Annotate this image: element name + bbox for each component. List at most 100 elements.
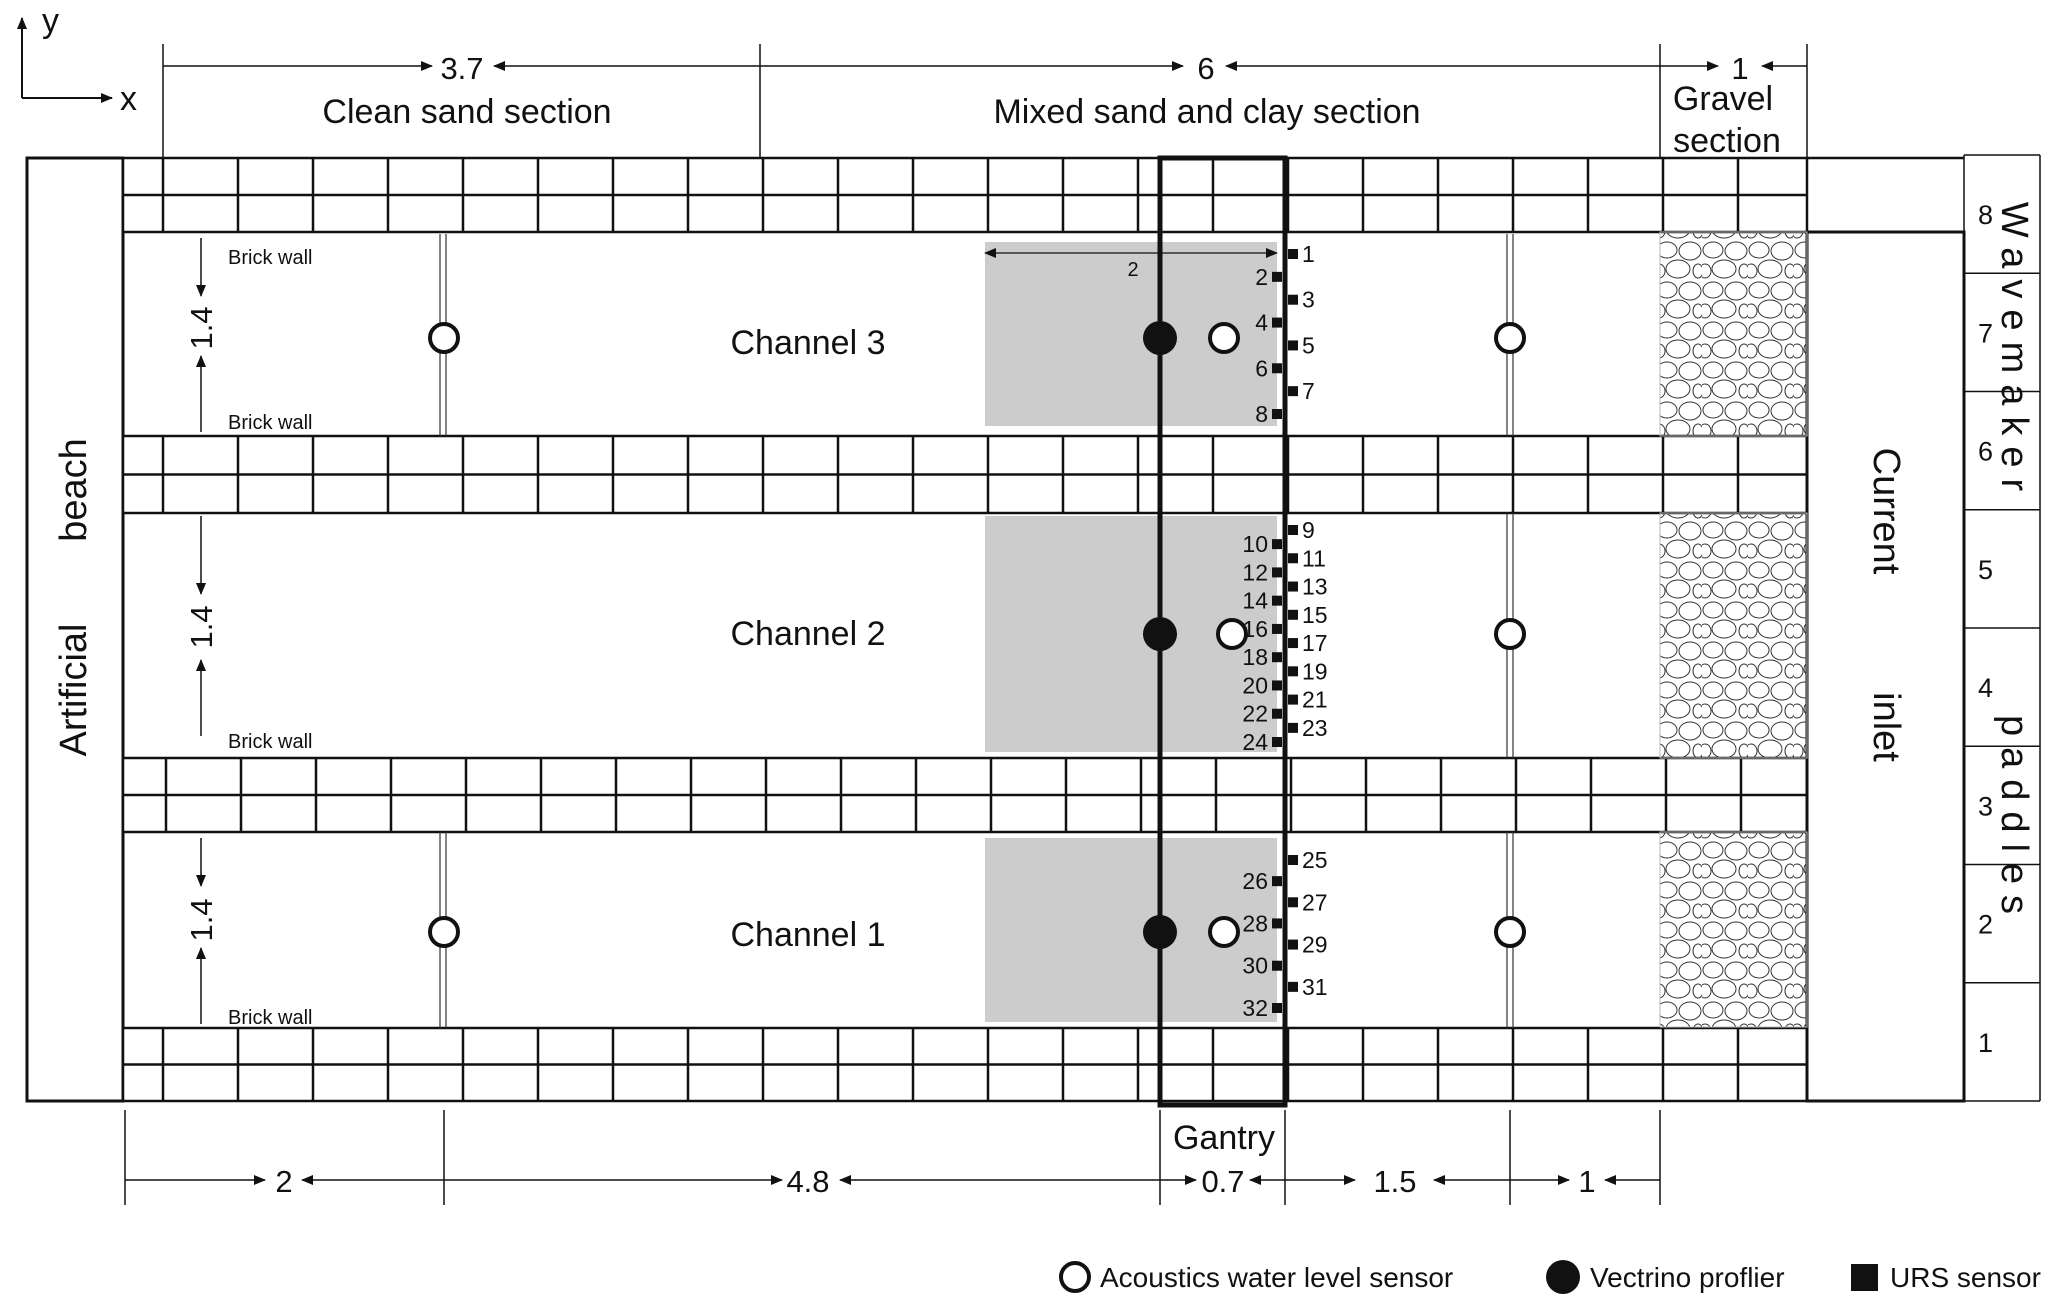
urs-sensor-label: 5 [1302,332,1315,358]
urs-sensor [1288,666,1298,677]
legend-urs-label: URS sensor [1890,1262,2041,1293]
urs-sensor [1272,567,1282,578]
width-channel-2: 1.4 [184,605,219,648]
brick-wall-label: Brick wall [228,731,312,753]
urs-sensor [1288,249,1298,259]
channel-1-label: Channel 1 [730,916,885,954]
gravel-channel-3 [1659,231,1808,437]
urs-sensor-label: 18 [1242,644,1268,670]
dim-bottom-0-7: 0.7 [1201,1164,1244,1199]
urs-sensor-label: 27 [1302,889,1328,915]
acoustic-sensor [1494,618,1526,650]
brick-walls [121,156,1964,1103]
urs-sensor-label: 17 [1302,630,1328,656]
legend-vectrino-label: Vectrino proflier [1590,1262,1785,1293]
urs-sensor [1272,623,1282,634]
section-mixed: Mixed sand and clay section [993,93,1420,131]
urs-sensor-label: 7 [1302,378,1315,404]
legend: Acoustics water level sensor Vectrino pr… [1059,1260,2041,1294]
vectrino-profilers [1143,321,1177,949]
urs-sensor-label: 23 [1302,715,1328,741]
urs-sensor [1272,737,1282,747]
urs-sensor [1288,855,1298,865]
urs-sensor-label: 1 [1302,241,1315,267]
urs-sensor [1272,271,1282,282]
vectrino-profiler [1143,617,1177,651]
paddle-number: 1 [1978,1028,1993,1058]
vectrino-profiler [1143,915,1177,949]
acoustic-sensor [428,322,460,354]
urs-sensor-label: 9 [1302,517,1315,543]
channel-2-label: Channel 2 [730,615,885,653]
urs-sensor [1288,722,1298,733]
legend-acoustic-label: Acoustics water level sensor [1100,1262,1453,1293]
urs-sensor-label: 10 [1242,531,1268,557]
artificial-beach [25,156,125,1103]
paddle-number: 2 [1978,910,1993,940]
acoustic-sensor [1208,322,1240,354]
wavemaker-paddles [1963,154,2041,1102]
urs-sensor-label: 16 [1242,616,1268,642]
urs-sensor-label: 21 [1302,687,1328,713]
current-label-1: Current [1865,448,1907,575]
brick-wall [121,434,1809,515]
urs-sensor [1272,1003,1282,1013]
urs-sensor [1272,876,1282,887]
section-gravel-1: Gravel [1673,80,1773,118]
channel-3-label: Channel 3 [730,324,885,362]
paddle-number: 3 [1978,791,1993,821]
urs-sensor [1288,553,1298,564]
acoustic-sensor [1216,618,1248,650]
gantry-label: Gantry [1173,1119,1275,1157]
urs-sensor-label: 6 [1255,355,1268,381]
urs-sensor [1272,409,1282,419]
sensor-posts [439,234,1514,1028]
brick-wall [121,156,1809,234]
legend-urs-symbol [1851,1264,1878,1291]
wavemaker-label-1: Wavemaker [1993,202,2035,502]
urs-sensor-label: 3 [1302,287,1315,313]
urs-sensor-label: 4 [1255,310,1268,336]
top-dimensions [162,44,1808,158]
sample-length-label: 2 [1127,259,1138,281]
paddle-number: 8 [1978,200,1993,230]
urs-sensors: 1234567891011121314151617181920212223242… [1242,241,1327,1021]
acoustic-sensor [1494,916,1526,948]
legend-acoustic-symbol [1059,1261,1091,1293]
gravel-channel-2 [1659,512,1808,759]
acoustic-sensor [1494,322,1526,354]
brick-wall-label: Brick wall [228,1007,312,1029]
vectrino-profiler [1143,321,1177,355]
dim-bottom-4-8: 4.8 [786,1164,829,1199]
paddle-number: 4 [1978,673,1993,703]
urs-sensor [1288,939,1298,950]
y-axis-label: y [42,2,59,40]
acoustic-sensor [1208,916,1240,948]
dim-bottom-1-5: 1.5 [1373,1164,1416,1199]
x-axis-label: x [120,80,137,118]
width-channel-3: 1.4 [184,306,219,349]
urs-sensor [1288,525,1298,535]
section-gravel-2: section [1673,122,1781,160]
acoustic-sensors [428,322,1526,948]
urs-sensor-label: 20 [1242,672,1268,698]
width-channel-1: 1.4 [184,898,219,941]
beach-label-1: Artificial [53,623,95,756]
urs-sensor-label: 8 [1255,401,1268,427]
urs-sensor [1288,981,1298,992]
brick-wall [121,1026,1809,1103]
paddle-number: 5 [1978,555,1993,585]
urs-sensor-label: 13 [1302,574,1328,600]
urs-sensor [1272,652,1282,663]
urs-sensor [1288,294,1298,305]
dim-mixed: 6 [1197,51,1214,86]
urs-sensor [1272,317,1282,328]
urs-sensor [1272,595,1282,606]
urs-sensor [1288,581,1298,592]
paddle-number: 6 [1978,437,1993,467]
dim-gravel: 1 [1731,51,1748,86]
axes-indicator: y x [17,2,137,118]
urs-sensor [1288,638,1298,649]
urs-sensor [1272,680,1282,691]
wavemaker-label: Wavemaker paddles [1993,202,2035,925]
